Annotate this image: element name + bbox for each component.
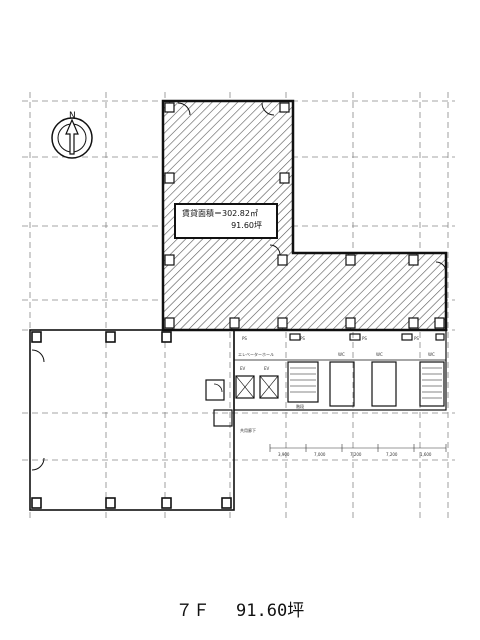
doors	[177, 102, 447, 273]
dimension-label: 7,000	[314, 452, 326, 457]
label-elevator: EV	[240, 366, 246, 371]
compass-icon: N	[51, 111, 93, 159]
dimension-label: 3,900	[278, 452, 290, 457]
label-ps: PS	[414, 336, 419, 341]
dimension-line	[269, 444, 447, 452]
floor-number: ７Ｆ	[175, 601, 210, 621]
label-wc: WC	[338, 352, 345, 357]
label-wc: WC	[428, 352, 435, 357]
label-elevator: EV	[264, 366, 270, 371]
area-sqm: 賃貸面積＝302.82㎡	[182, 209, 258, 218]
dimension-label: 7,200	[350, 452, 362, 457]
floor-area-tsubo: 91.60坪	[236, 601, 305, 621]
label-ps: PS	[362, 336, 367, 341]
dimension-label: 7,200	[386, 452, 398, 457]
area-tsubo: 91.60坪	[231, 221, 262, 230]
core	[205, 329, 447, 427]
floor-caption: ７Ｆ 91.60坪	[0, 596, 480, 621]
label-stair: 階段	[296, 404, 304, 409]
dimension-label: 1,600	[420, 452, 432, 457]
label-ev-hall: エレベーターホール	[238, 352, 274, 357]
columns	[164, 102, 445, 329]
area-label-box: 賃貸面積＝302.82㎡ 91.60坪	[174, 203, 278, 239]
adjacent-space	[29, 329, 235, 511]
label-ps: PS	[300, 336, 305, 341]
label-ps: PS	[242, 336, 247, 341]
compass-north-label: N	[69, 111, 76, 121]
label-corridor: 共用廊下	[240, 428, 256, 433]
label-wc: WC	[376, 352, 383, 357]
